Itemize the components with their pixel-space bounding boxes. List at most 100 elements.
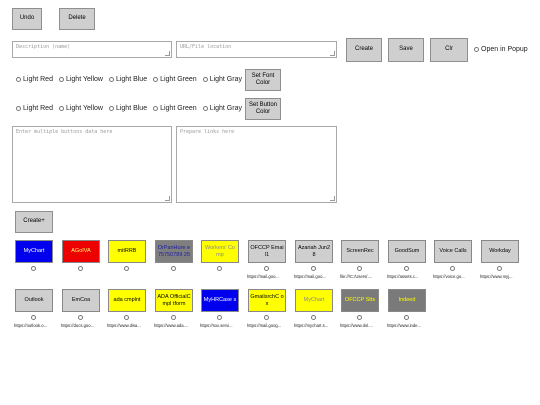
link-tile-button[interactable]: mitRRB: [108, 240, 146, 263]
tile-select-radio[interactable]: [78, 266, 83, 271]
radio-icon[interactable]: [16, 77, 21, 82]
link-tile-button[interactable]: Workers' Comp: [201, 240, 239, 263]
tile-select-radio[interactable]: [311, 315, 316, 320]
tile-select-radio[interactable]: [357, 266, 362, 271]
link-tile-button[interactable]: ADA OfficialCmpl tform: [155, 289, 193, 312]
tile-select-radio[interactable]: [264, 315, 269, 320]
tile-select-radio[interactable]: [217, 315, 222, 320]
link-tile-button[interactable]: GoodSum: [388, 240, 426, 263]
tile-select-radio[interactable]: [357, 315, 362, 320]
tile-link-text: https://mail.goog...: [247, 323, 282, 328]
tile-link-text: https://voice.go...: [433, 274, 465, 279]
tile-select-radio[interactable]: [31, 266, 36, 271]
tile-select-radio[interactable]: [78, 315, 83, 320]
url-input[interactable]: URL/File location: [176, 41, 337, 58]
font-color-label: Light Yellow: [65, 76, 103, 83]
font-color-options: Light Red Light Yellow Light Blue Light …: [16, 76, 248, 83]
radio-icon[interactable]: [474, 47, 479, 52]
tile-select-radio[interactable]: [404, 266, 409, 271]
link-tile-button[interactable]: MyChart: [295, 289, 333, 312]
radio-icon[interactable]: [16, 106, 21, 111]
multi-buttons-textarea[interactable]: Enter multiple buttons data here: [12, 126, 172, 203]
tile-select-radio[interactable]: [31, 315, 36, 320]
link-tile-button[interactable]: OFCCP Stts: [341, 289, 379, 312]
description-placeholder: Description (name): [16, 44, 71, 50]
open-in-popup-option[interactable]: Open in Popup: [474, 46, 528, 53]
font-color-label: Light Red: [23, 76, 53, 83]
link-tile-button[interactable]: MyHRCase s: [201, 289, 239, 312]
radio-icon[interactable]: [153, 106, 159, 111]
resize-grip-icon[interactable]: [165, 196, 170, 201]
tile-select-radio[interactable]: [404, 315, 409, 320]
radio-icon[interactable]: [108, 77, 114, 82]
link-tile-button[interactable]: AGoIVA: [62, 240, 100, 263]
link-tile-button[interactable]: GmailsrchC ox: [248, 289, 286, 312]
resize-grip-icon[interactable]: [165, 51, 170, 56]
tile-link-text: https://mychart.s...: [294, 323, 329, 328]
set-button-color-button[interactable]: Set Button Color: [245, 98, 281, 120]
font-color-label: Light Blue: [115, 76, 148, 83]
tile-link-text: https://www.disa...: [107, 323, 141, 328]
button-color-label: Light Gray: [209, 105, 242, 112]
font-color-option[interactable]: Light Red: [16, 76, 53, 83]
font-color-option[interactable]: Light Green: [153, 76, 197, 83]
radio-icon[interactable]: [202, 106, 208, 111]
button-color-label: Light Blue: [115, 105, 148, 112]
link-tile-button[interactable]: OFCCP Email1: [248, 240, 286, 263]
tile-select-radio[interactable]: [217, 266, 222, 271]
link-tile-button[interactable]: Indeed: [388, 289, 426, 312]
radio-icon[interactable]: [202, 77, 208, 82]
tile-select-radio[interactable]: [171, 266, 176, 271]
tile-link-text: https://www.dol....: [340, 323, 373, 328]
radio-icon[interactable]: [58, 77, 64, 82]
link-tile-button[interactable]: DrPanHure e75750789 25: [155, 240, 193, 263]
button-color-option[interactable]: Light Gray: [202, 105, 242, 112]
button-color-label: Light Green: [160, 105, 197, 112]
delete-button[interactable]: Delete: [59, 8, 95, 30]
tile-select-radio[interactable]: [264, 266, 269, 271]
font-color-option[interactable]: Light Yellow: [58, 76, 103, 83]
tile-link-text: https://mail.goo...: [247, 274, 279, 279]
button-color-options: Light Red Light Yellow Light Blue Light …: [16, 105, 248, 112]
create-button[interactable]: Create: [346, 38, 382, 62]
radio-icon[interactable]: [58, 106, 64, 111]
button-color-option[interactable]: Light Yellow: [58, 105, 103, 112]
set-font-color-button[interactable]: Set Font Color: [245, 69, 281, 91]
resize-grip-icon[interactable]: [330, 196, 335, 201]
font-color-option[interactable]: Light Blue: [108, 76, 148, 83]
link-tile-button[interactable]: Azariah Jun28: [295, 240, 333, 263]
clr-button[interactable]: Clr: [430, 38, 468, 62]
tile-select-radio[interactable]: [497, 266, 502, 271]
button-color-option[interactable]: Light Blue: [108, 105, 148, 112]
link-tile-button[interactable]: ScreenRec: [341, 240, 379, 263]
link-tile-button[interactable]: Voice Calls: [434, 240, 472, 263]
save-button[interactable]: Save: [388, 38, 424, 62]
tile-select-radio[interactable]: [171, 315, 176, 320]
description-input[interactable]: Description (name): [12, 41, 172, 58]
button-color-option[interactable]: Light Red: [16, 105, 53, 112]
undo-button[interactable]: Undo: [12, 8, 42, 30]
radio-icon[interactable]: [153, 77, 159, 82]
radio-icon[interactable]: [108, 106, 114, 111]
font-color-option[interactable]: Light Gray: [202, 76, 242, 83]
link-tile-button[interactable]: Workday: [481, 240, 519, 263]
tile-select-radio[interactable]: [124, 315, 129, 320]
tile-select-radio[interactable]: [311, 266, 316, 271]
link-tile-button[interactable]: ada cmplnt: [108, 289, 146, 312]
tile-link-text: https://www.inde...: [387, 323, 421, 328]
tile-select-radio[interactable]: [124, 266, 129, 271]
tile-link-text: file:///C:/Users/....: [340, 274, 373, 279]
create-plus-button[interactable]: Create+: [15, 211, 53, 233]
link-tile-button[interactable]: Outlook: [15, 289, 53, 312]
button-color-option[interactable]: Light Green: [153, 105, 197, 112]
font-color-label: Light Green: [160, 76, 197, 83]
link-tile-button[interactable]: EmCoa: [62, 289, 100, 312]
open-in-popup-label: Open in Popup: [481, 46, 528, 53]
tile-select-radio[interactable]: [450, 266, 455, 271]
tile-link-text: https://mail.goo...: [294, 274, 326, 279]
resize-grip-icon[interactable]: [330, 51, 335, 56]
prepare-links-textarea[interactable]: Prepare links here: [176, 126, 337, 203]
url-placeholder: URL/File location: [180, 44, 232, 50]
button-color-label: Light Red: [23, 105, 53, 112]
link-tile-button[interactable]: MyChart: [15, 240, 53, 263]
